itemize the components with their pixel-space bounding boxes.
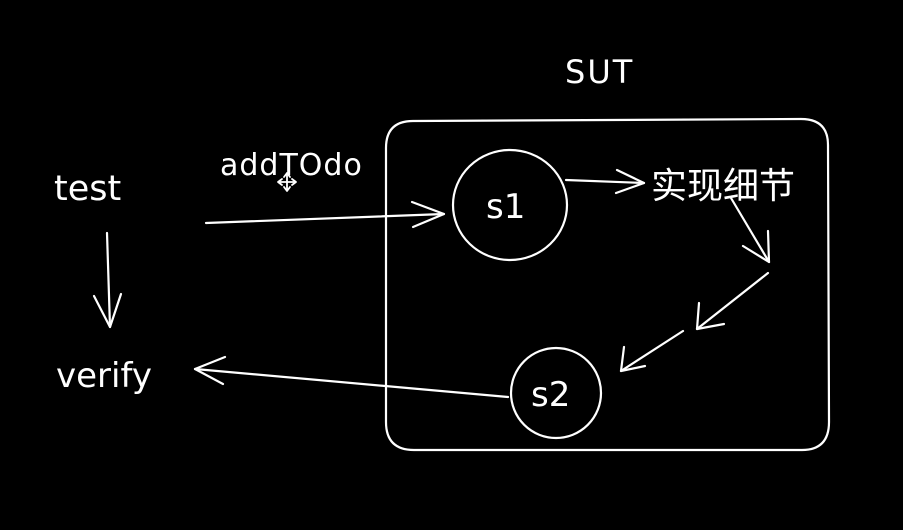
arrow-s1-to-impl: [564, 168, 646, 195]
impl-details-label: 实现细节: [651, 166, 795, 207]
verify-node-label: verify: [56, 356, 152, 396]
sut-label: SUT: [565, 53, 634, 91]
arrow-test-to-verify: [92, 231, 123, 329]
arrow-s2-to-verify: [193, 355, 510, 399]
state-node-s2-label: s2: [531, 375, 570, 415]
test-node-label: test: [54, 169, 121, 209]
arrow-test-to-s1: [204, 200, 446, 229]
arrow-impl-down: [729, 196, 771, 264]
state-node-s1-label: s1: [486, 187, 525, 227]
state-node-s1: s1: [451, 148, 569, 262]
move-cursor-icon: [277, 172, 297, 192]
state-node-s2: s2: [509, 346, 603, 440]
sut-box: [384, 117, 831, 452]
edge-label-addtodo: addTOdo: [220, 148, 363, 183]
arrow-impl-to-s2: [619, 271, 770, 373]
